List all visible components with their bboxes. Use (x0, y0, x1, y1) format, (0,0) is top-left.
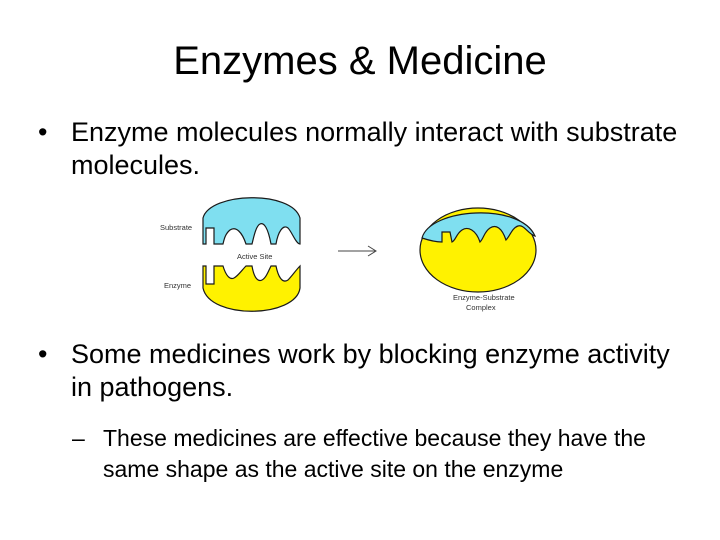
slide-title: Enzymes & Medicine (173, 39, 547, 83)
complex-label-line2: Complex (466, 303, 496, 312)
substrate-shape (202, 197, 301, 245)
sub-bullet-marker: – (72, 425, 85, 451)
bullet-text: Some medicines work by blocking enzyme a… (71, 339, 670, 402)
bullet-medicine-blocking: • Some medicines work by blocking enzyme… (38, 338, 688, 404)
substrate-label: Substrate (160, 223, 192, 232)
sub-bullet-shape-explanation: – These medicines are effective because … (72, 423, 692, 485)
enzyme-substrate-complex (419, 207, 537, 293)
enzyme-shape (202, 264, 301, 312)
enzyme-substrate-diagram: Substrate Active Site Enzyme Enzyme-Subs… (150, 188, 550, 328)
enzyme-label: Enzyme (164, 281, 191, 290)
complex-label-line1: Enzyme-Substrate (453, 293, 515, 302)
complex-substrate-shape (421, 212, 537, 244)
bullet-marker: • (38, 117, 48, 147)
bullet-text: Enzyme molecules normally interact with … (71, 117, 678, 180)
reaction-arrow-head (367, 245, 377, 257)
bullet-marker: • (38, 339, 48, 369)
active-site-label: Active Site (237, 252, 272, 261)
bullet-enzyme-interaction: • Enzyme molecules normally interact wit… (38, 116, 688, 182)
diagram-svg: Substrate Active Site Enzyme Enzyme-Subs… (160, 197, 537, 312)
sub-bullet-text: These medicines are effective because th… (103, 425, 646, 482)
